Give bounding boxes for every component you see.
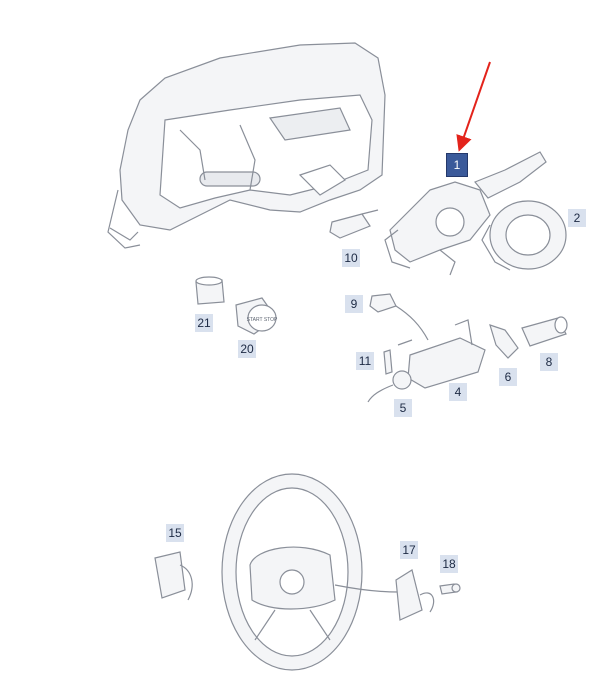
part-11-bolt: [383, 349, 393, 375]
indicator-arrow: [456, 61, 491, 152]
callout-8[interactable]: 8: [540, 353, 558, 371]
part-18-screw: [439, 583, 461, 595]
callout-10[interactable]: 10: [342, 249, 360, 267]
clock-spring-part-2: [481, 200, 567, 271]
part-8: [521, 316, 568, 347]
callout-1[interactable]: 1: [446, 153, 468, 177]
dashboard-frame: [107, 42, 386, 249]
callout-2[interactable]: 2: [568, 209, 586, 227]
steering-wheel: [221, 473, 399, 671]
start-stop-label: START STOP: [247, 317, 278, 323]
callout-11[interactable]: 11: [356, 352, 374, 370]
part-10: [329, 209, 379, 239]
part-21-ring: [195, 276, 225, 305]
callout-9[interactable]: 9: [345, 295, 363, 313]
part-6: [489, 324, 519, 359]
callout-5[interactable]: 5: [394, 399, 412, 417]
part-9: [369, 293, 429, 341]
callout-6[interactable]: 6: [499, 368, 517, 386]
part-20-start-stop-button: [235, 297, 277, 335]
combination-switch-part-1: [384, 151, 547, 276]
callout-18[interactable]: 18: [440, 555, 458, 573]
part-15: [154, 551, 193, 601]
callout-4[interactable]: 4: [449, 383, 467, 401]
part-17: [395, 569, 435, 621]
callout-17[interactable]: 17: [400, 541, 418, 559]
callout-15[interactable]: 15: [166, 524, 184, 542]
callout-20[interactable]: 20: [238, 340, 256, 358]
callout-21[interactable]: 21: [195, 314, 213, 332]
part-5: [367, 370, 412, 403]
